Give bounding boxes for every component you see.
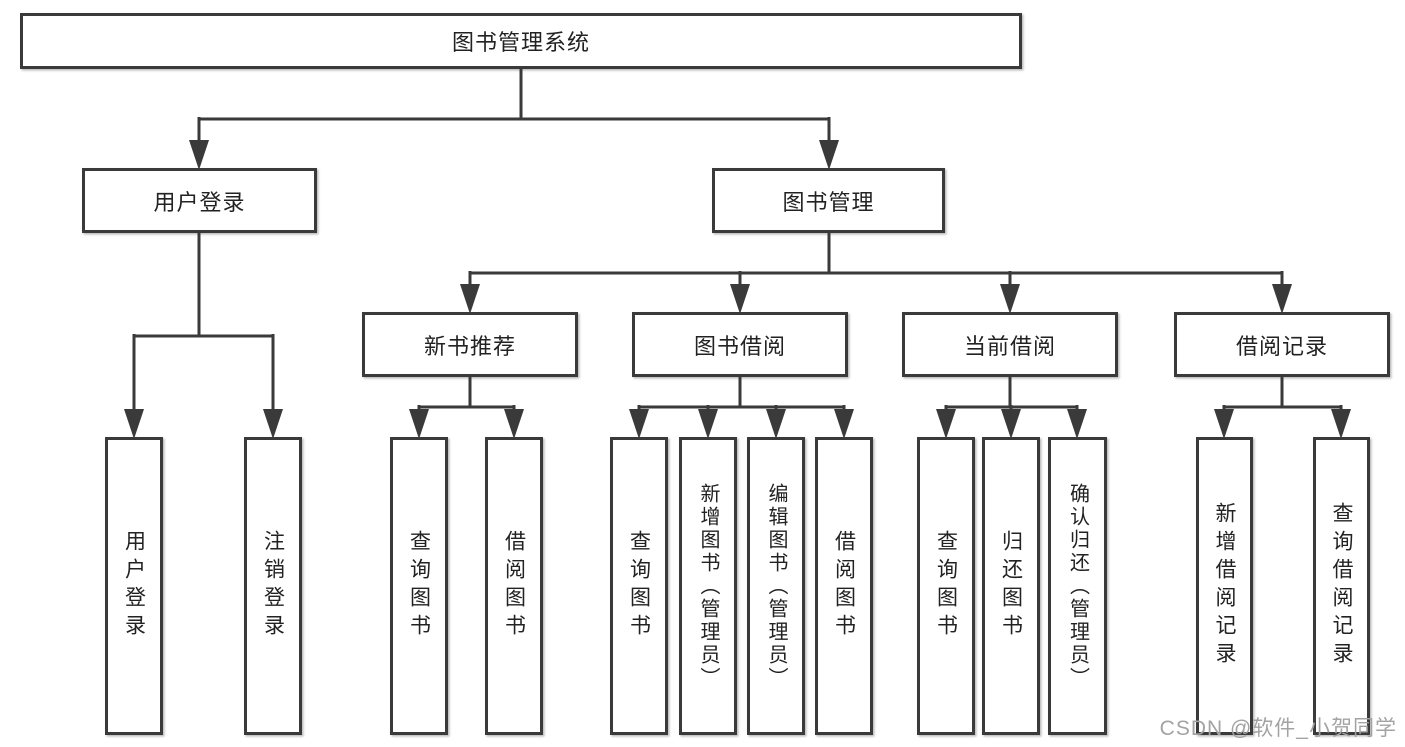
node-new-book-recommend: 新书推荐 <box>362 312 578 377</box>
node-label: 借阅图书 <box>502 530 526 642</box>
csdn-watermark: CSDN @软件_小贺同学 <box>1159 717 1397 740</box>
node-label: 新增借阅记录 <box>1213 502 1236 670</box>
node-label: 确认归还（管理员） <box>1066 482 1089 690</box>
node-logout: 注销登录 <box>244 437 302 735</box>
node-label: 查询图书 <box>407 530 431 642</box>
node-user-login: 用户登录 <box>82 168 317 233</box>
node-bb-add-book: 新增图书（管理员） <box>679 437 737 735</box>
node-book-management: 图书管理 <box>712 168 945 233</box>
node-label: 用户登录 <box>122 530 146 642</box>
node-book-borrow: 图书借阅 <box>632 312 848 377</box>
arrowheads <box>124 140 1351 439</box>
node-login: 用户登录 <box>105 437 163 735</box>
node-label: 查询图书 <box>934 530 958 642</box>
node-current-borrow: 当前借阅 <box>902 312 1118 377</box>
node-label: 借阅图书 <box>832 530 856 642</box>
node-br-query-record: 查询借阅记录 <box>1313 437 1370 735</box>
node-label: 归还图书 <box>999 530 1023 642</box>
node-br-add-record: 新增借阅记录 <box>1196 437 1253 735</box>
node-bb-edit-book: 编辑图书（管理员） <box>747 437 805 735</box>
node-cb-confirm-return: 确认归还（管理员） <box>1048 437 1107 735</box>
node-borrow-record: 借阅记录 <box>1174 312 1390 377</box>
node-bb-query-book: 查询图书 <box>610 437 668 735</box>
node-label: 新增图书（管理员） <box>697 482 719 690</box>
node-label: 注销登录 <box>261 530 285 642</box>
node-label: 查询借阅记录 <box>1330 502 1353 670</box>
node-cb-return-book: 归还图书 <box>982 437 1040 735</box>
node-label: 查询图书 <box>627 530 651 642</box>
node-root: 图书管理系统 <box>20 13 1022 69</box>
node-label: 编辑图书（管理员） <box>765 482 787 690</box>
node-nb-borrow-book: 借阅图书 <box>485 437 543 735</box>
node-cb-query-book: 查询图书 <box>917 437 975 735</box>
node-nb-query-book: 查询图书 <box>390 437 448 735</box>
node-bb-borrow-book: 借阅图书 <box>815 437 873 735</box>
